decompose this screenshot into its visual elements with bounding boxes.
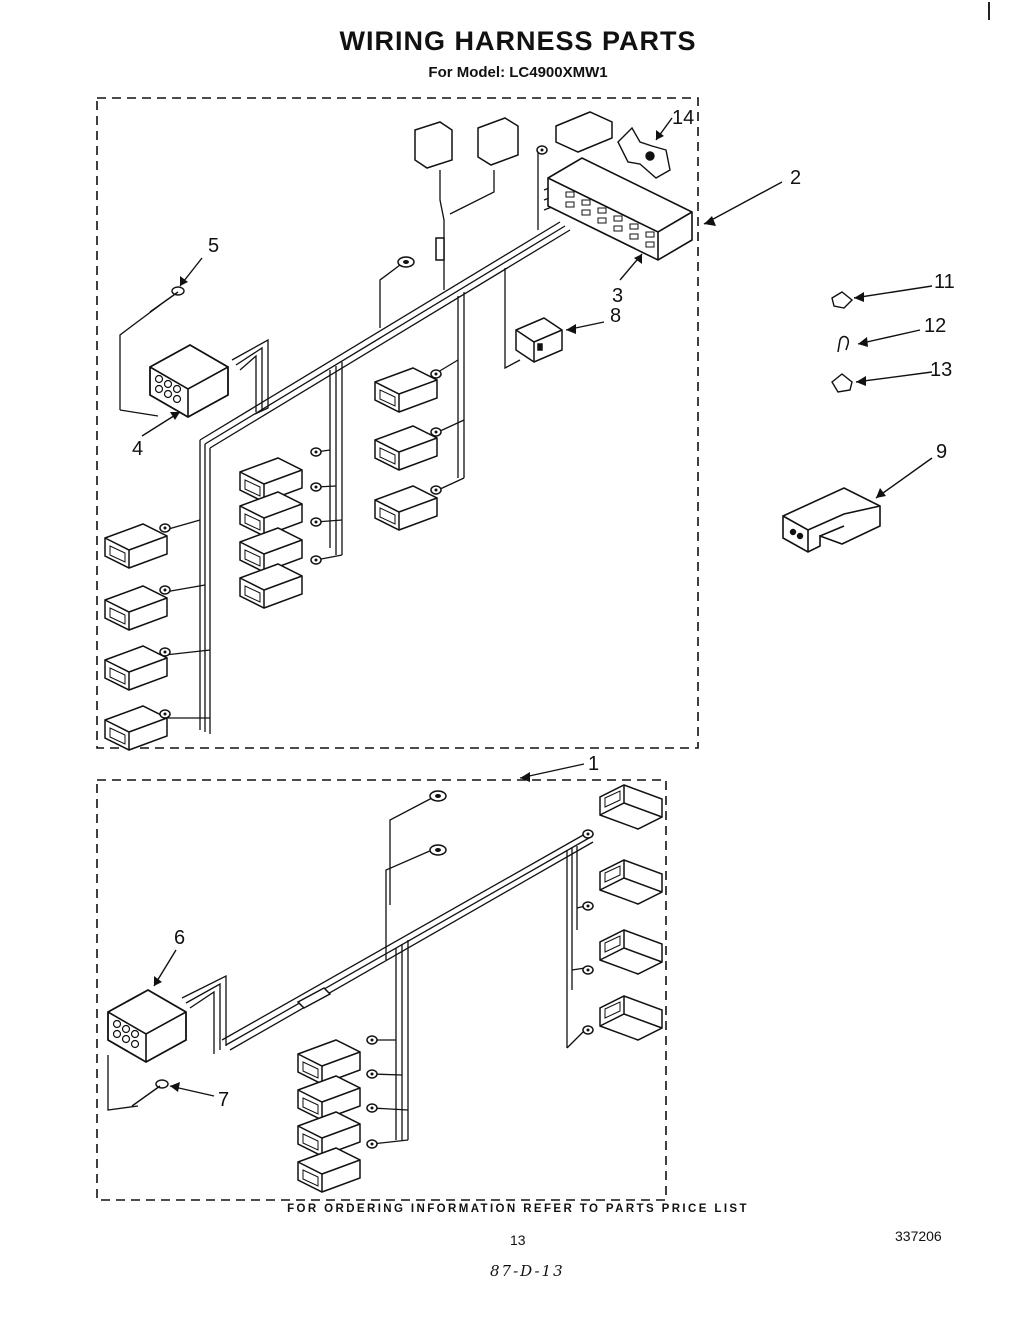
part-number: 337206 — [895, 1228, 942, 1244]
callout-11: 11 — [934, 271, 955, 293]
page-title: WIRING HARNESS PARTS — [339, 26, 697, 56]
sensor-connectors-top — [414, 117, 519, 261]
lower-inline-sleeve — [296, 987, 332, 1009]
ground-ring-lower-1 — [429, 790, 447, 802]
lower-harness — [107, 797, 594, 1145]
callout-8: 8 — [610, 305, 621, 327]
model-line: For Model: LC4900XMW1 — [428, 64, 608, 81]
page-number: 13 — [510, 1232, 526, 1248]
callout-4: 4 — [132, 438, 143, 460]
arrowheads — [154, 130, 886, 1092]
leader-lines — [141, 117, 933, 1097]
callout-7: 7 — [218, 1089, 229, 1111]
connector-9 — [782, 487, 881, 553]
callout-2: 2 — [790, 167, 801, 189]
callout-12: 12 — [924, 315, 946, 337]
callout-13: 13 — [930, 359, 952, 381]
spring-12 — [837, 335, 850, 353]
lower-right-plugs — [599, 784, 663, 1041]
thermal-fuse-8 — [515, 317, 563, 363]
callout-9: 9 — [936, 441, 947, 463]
upper-assembly-boundary — [96, 97, 699, 749]
thermistor-7 — [131, 1079, 169, 1107]
upper-harness — [119, 150, 576, 734]
connector-block-2 — [547, 157, 693, 261]
terminal-clip-14 — [617, 126, 671, 179]
handwritten-note: 87-D-13 — [490, 1262, 565, 1280]
connector-2-lead-plug — [555, 111, 613, 153]
terminal-block-4 — [149, 344, 229, 418]
ground-ring-lower-2 — [429, 844, 447, 856]
clip-11 — [831, 291, 854, 309]
ordering-info-footer: FOR ORDERING INFORMATION REFER TO PARTS … — [287, 1203, 749, 1215]
callout-5: 5 — [208, 235, 219, 257]
corner-mark — [988, 2, 990, 20]
terminal-block-6 — [107, 989, 187, 1063]
ground-ring-upper — [397, 256, 415, 268]
callout-1: 1 — [588, 753, 599, 775]
callout-6: 6 — [174, 927, 185, 949]
callout-3: 3 — [612, 285, 623, 307]
thermistor-5 — [149, 286, 185, 313]
callout-14: 14 — [672, 107, 694, 129]
clip-13 — [831, 373, 853, 393]
